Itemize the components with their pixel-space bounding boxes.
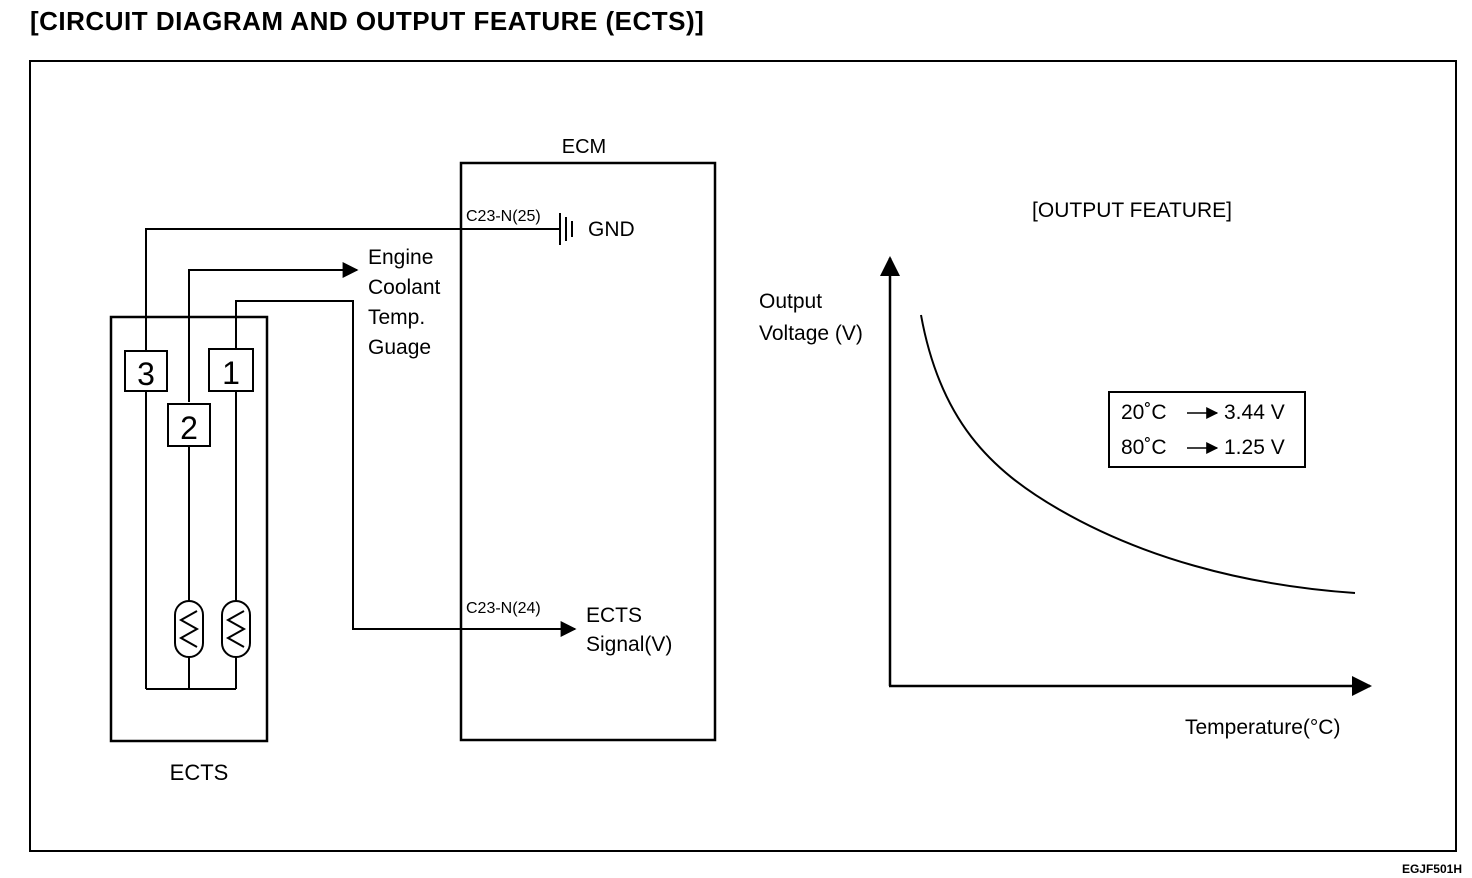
terminal-2: 2 <box>167 403 211 447</box>
ref-volt-1: 3.44 V <box>1224 401 1285 424</box>
gauge-label-line4: Guage <box>368 336 431 359</box>
ground-symbol <box>559 213 573 245</box>
ref-temp-2: 80˚C <box>1121 436 1167 459</box>
signal-label-line2: Signal(V) <box>586 633 672 656</box>
y-axis-label-line2: Voltage (V) <box>759 322 863 345</box>
gauge-label-line1: Engine <box>368 246 433 269</box>
gnd-label: GND <box>588 218 635 241</box>
signal-pin-label: C23-N(24) <box>466 600 541 617</box>
voltage-curve <box>920 314 1356 594</box>
ref-temp-1: 20˚C <box>1121 401 1167 424</box>
document-code: EGJF501H <box>1401 862 1462 876</box>
terminal-1-label: 1 <box>222 355 240 391</box>
ref-volt-2: 1.25 V <box>1224 436 1285 459</box>
wire-gnd <box>145 228 559 352</box>
page-title: [CIRCUIT DIAGRAM AND OUTPUT FEATURE (ECT… <box>30 6 705 36</box>
terminal-1: 1 <box>208 348 254 392</box>
gauge-label-line2: Coolant <box>368 276 441 299</box>
thermistor-right <box>221 600 251 658</box>
wire-signal <box>235 300 577 637</box>
ecm-label: ECM <box>562 136 606 158</box>
diagram-frame <box>29 60 1457 852</box>
ects-label: ECTS <box>170 760 229 785</box>
wire-gauge <box>188 262 359 402</box>
y-axis-label-line1: Output <box>759 290 822 313</box>
terminal-3: 3 <box>124 350 168 392</box>
signal-label-line1: ECTS <box>586 604 642 627</box>
terminal-3-label: 3 <box>137 356 155 392</box>
gauge-label-line3: Temp. <box>368 306 425 329</box>
terminal-2-label: 2 <box>180 410 198 446</box>
reference-values-box <box>1108 391 1306 468</box>
x-axis-label: Temperature(°C) <box>1185 716 1340 739</box>
gnd-pin-label: C23-N(25) <box>466 208 541 225</box>
output-feature-title: [OUTPUT FEATURE] <box>1032 199 1232 222</box>
thermistor-left <box>174 600 204 658</box>
ecm-box <box>459 161 717 742</box>
